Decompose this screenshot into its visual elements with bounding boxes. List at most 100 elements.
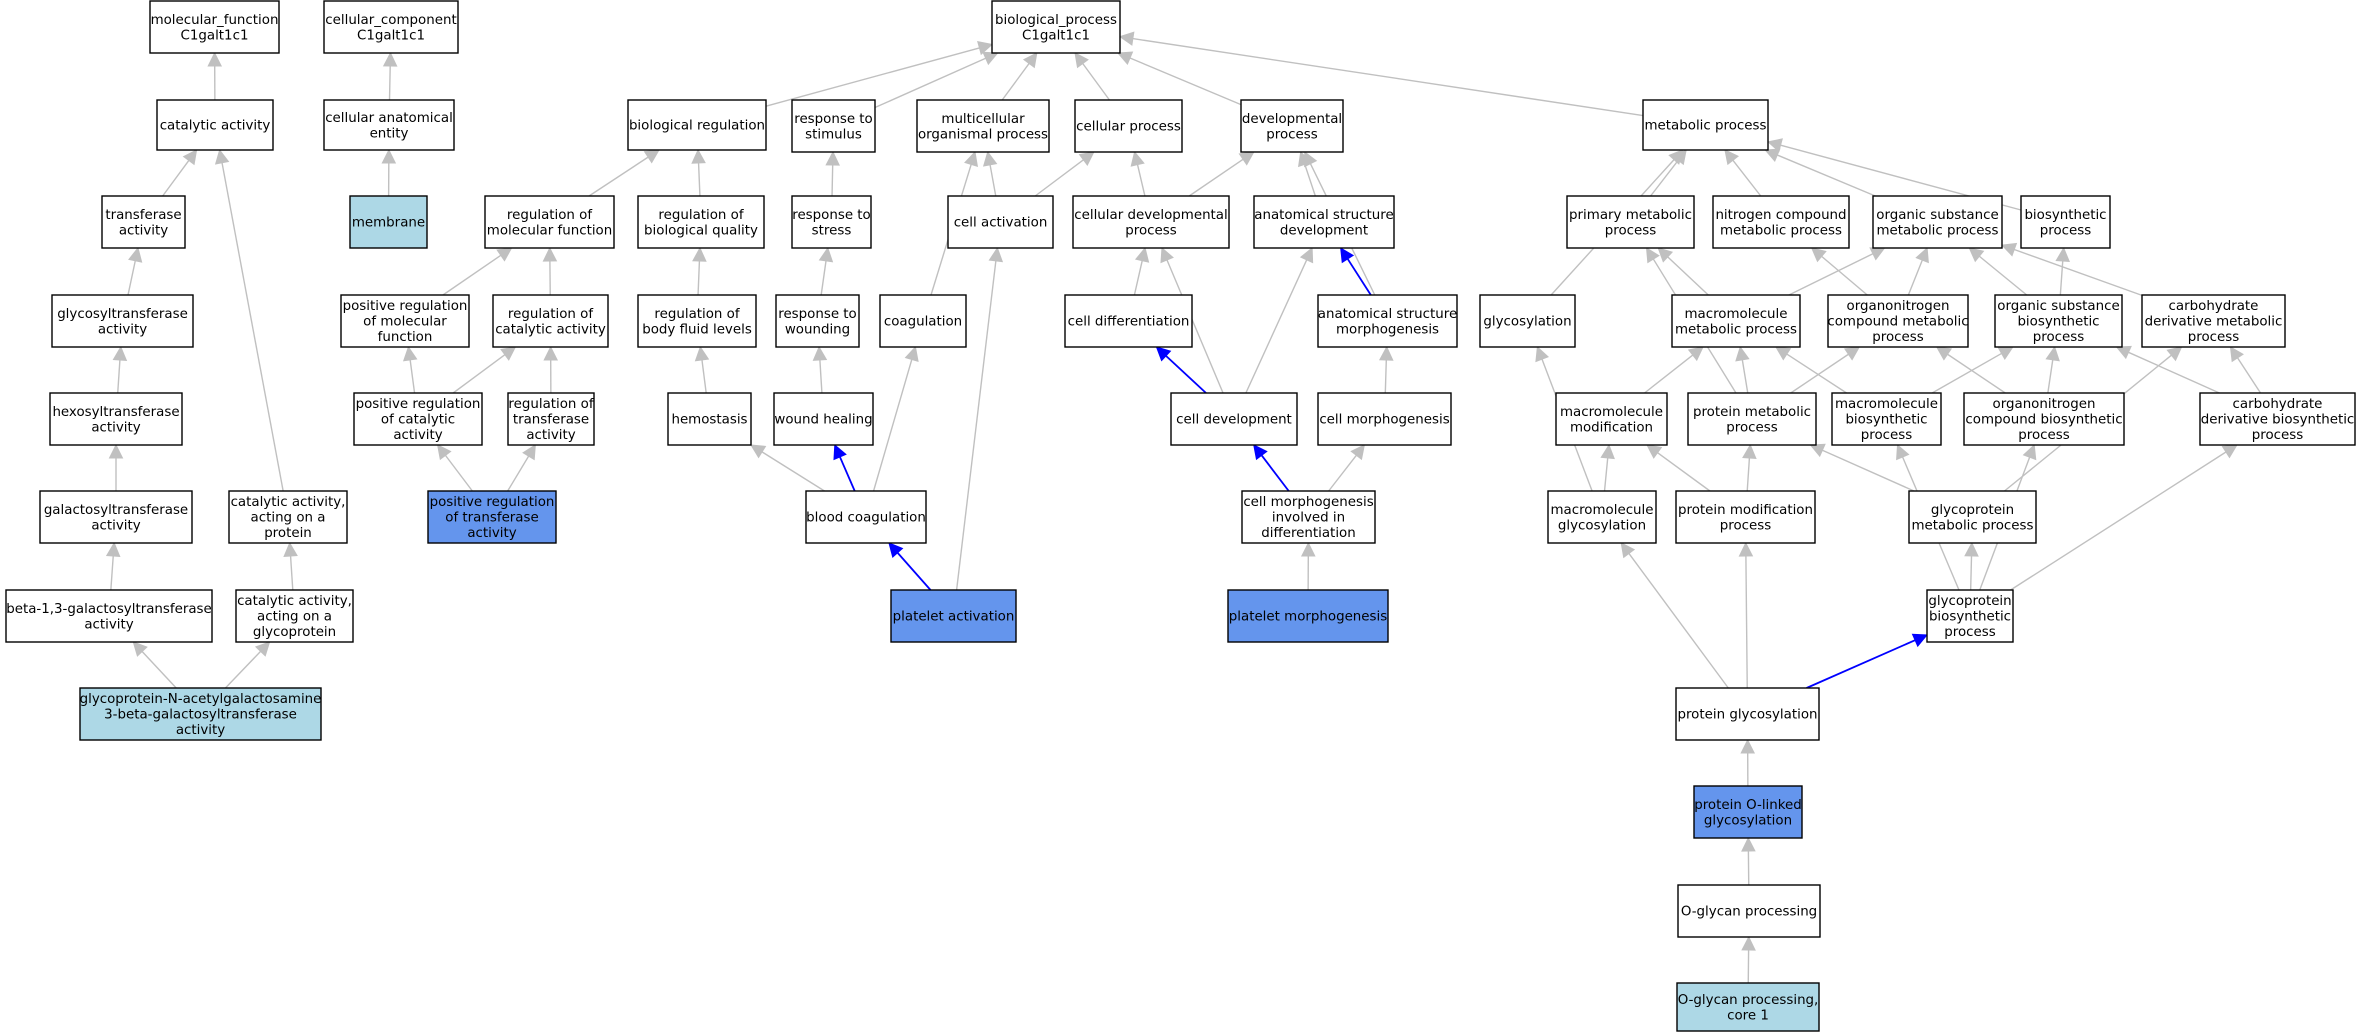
node-label-line: compound biosynthetic [1965, 413, 2122, 428]
edge-line [117, 359, 121, 394]
node-label-line: blood coagulation [806, 511, 926, 526]
edge-line [442, 254, 502, 296]
arrowhead-icon [2166, 346, 2183, 362]
arrowhead-icon [1645, 247, 1660, 264]
node-label-line: protein modification [1678, 503, 1813, 518]
node-cell-diff: cell differentiation [1064, 294, 1193, 348]
edge-carb-met-to-org-sub-met [2000, 242, 2143, 297]
node-label-line: catalytic activity [160, 119, 271, 134]
node-label-line: metabolic process [1675, 322, 1797, 337]
edge-line [1001, 63, 1030, 101]
edge-line [221, 162, 284, 492]
node-label-line: core 1 [1727, 1008, 1769, 1023]
node-membrane: membrane [349, 195, 428, 249]
edge-line [831, 164, 834, 197]
edge-line [1788, 253, 1874, 296]
arrowhead-icon [108, 443, 124, 459]
node-blood-coag: blood coagulation [805, 490, 927, 544]
arrowhead-icon [1646, 444, 1663, 459]
node-label-line: acting on a [257, 610, 332, 625]
edge-organonitrogen-met-to-nitrogen-met [1810, 247, 1868, 296]
edge-line [1806, 639, 1916, 689]
arrowhead-icon [214, 148, 230, 165]
edge-line [2014, 248, 2143, 297]
edge-ca-glycoprotein-to-ca-protein [283, 541, 298, 591]
edge-pos-reg-trans-to-reg-trans [507, 444, 536, 492]
edge-line [874, 57, 986, 109]
arrowhead-icon [1304, 150, 1318, 168]
edge-protein-glyc-to-protein-mod [1738, 541, 1754, 689]
node-label-line: organonitrogen [1993, 397, 2096, 412]
node-box [349, 195, 428, 249]
arrowhead-icon [818, 246, 834, 263]
node-label-line: process [2040, 223, 2091, 238]
node-label-line: differentiation [1261, 526, 1355, 541]
node-label-line: positive regulation [430, 495, 555, 510]
node-label-line: C1galt1c1 [181, 28, 249, 43]
edge-line [1133, 260, 1143, 296]
node-protein-glyc: protein glycosylation [1675, 687, 1820, 741]
edge-cell-morph-to-anat-morph [1378, 345, 1394, 394]
node-label-line: nitrogen compound [1715, 208, 1846, 223]
arrowhead-icon [182, 149, 198, 166]
node-box [890, 589, 1017, 643]
arrowhead-icon [2045, 345, 2060, 362]
arrowhead-icon [105, 541, 121, 557]
node-box [947, 195, 1054, 249]
node-label-line: response to [794, 112, 873, 127]
node-label-line: anatomical structure [1318, 307, 1457, 322]
edge-line [896, 552, 932, 591]
node-label-line: regulation of [654, 307, 739, 322]
node-box [1642, 99, 1769, 151]
node-label-line: positive regulation [356, 397, 481, 412]
node-catalytic: catalytic activity [156, 99, 274, 151]
node-label-line: catalytic activity [495, 322, 606, 337]
node-label-line: of molecular [363, 315, 447, 330]
arrowhead-icon [1774, 346, 1792, 361]
arrowhead-icon [1350, 444, 1366, 461]
node-label-line: biosynthetic [1845, 413, 1927, 428]
node-box [1253, 195, 1395, 249]
arrowhead-icon [1741, 935, 1756, 951]
node-label-line: glycosyltransferase [57, 307, 188, 322]
edge-line [839, 456, 856, 492]
node-label-line: process [1266, 127, 1317, 142]
node-label-line: response to [792, 208, 871, 223]
node-label-line: function [378, 330, 433, 345]
edge-pos-reg-trans-to-pos-reg-cat [436, 444, 473, 492]
node-label-line: coagulation [884, 315, 962, 330]
edge-protein-mod-to-macro-mod [1646, 444, 1711, 492]
node-label-line: activity [526, 428, 575, 443]
arrowhead-icon [1915, 246, 1929, 264]
edge-line [761, 451, 825, 492]
node-bio-reg: biological regulation [627, 99, 767, 151]
node-label-line: protein O-linked [1694, 798, 1802, 813]
arrowhead-icon [904, 345, 919, 363]
node-label-line: process [1861, 428, 1912, 443]
node-box [1675, 687, 1820, 741]
edge-line [1732, 159, 1762, 197]
edge-resp-wound-to-resp-stress [818, 246, 834, 296]
edge-carb-bio-to-org-sub-bio [2115, 345, 2220, 394]
arrowhead-icon [1378, 345, 1394, 361]
node-box [1227, 589, 1389, 643]
node-box [228, 490, 348, 544]
node-label-line: acting on a [251, 511, 326, 526]
node-label-line: primary metabolic [1569, 208, 1692, 223]
node-label-line: activity [91, 420, 140, 435]
edge-line [697, 260, 701, 296]
edge-line [1603, 457, 1609, 492]
node-label-line: entity [370, 126, 409, 141]
node-label-line: process [2252, 428, 2303, 443]
edge-line [1741, 359, 1749, 394]
edge-line [1657, 452, 1711, 492]
edge-glycoprotein-bio-to-glycoprotein-met [1964, 541, 1979, 591]
